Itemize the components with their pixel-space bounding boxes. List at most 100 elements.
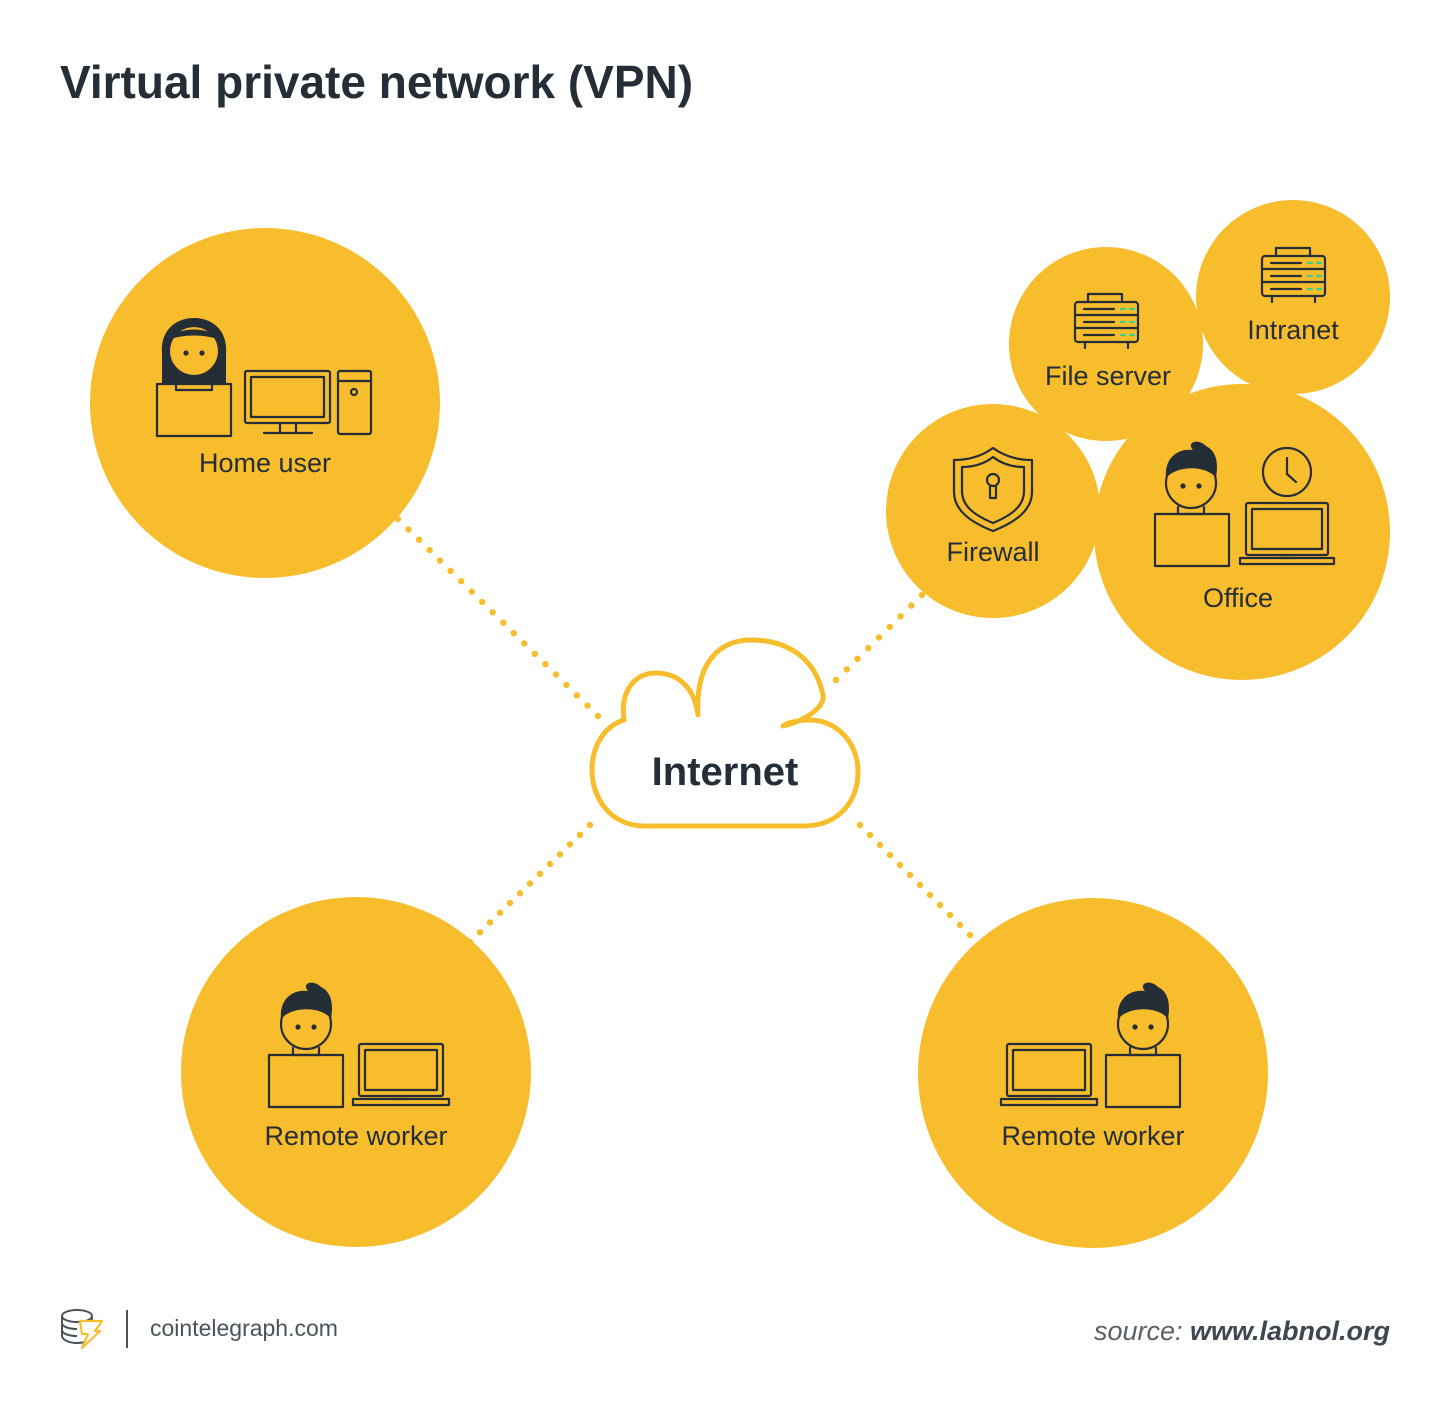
home-user-label: Home user (199, 448, 331, 478)
connector-dot (526, 880, 534, 887)
connector-dot (832, 676, 840, 684)
connector-dot (854, 655, 861, 662)
connector-dot (426, 546, 433, 554)
node-intranet: Intranet (1196, 200, 1390, 394)
connector-dot (876, 841, 884, 849)
connector-dot (447, 567, 454, 574)
connector-dot (576, 831, 584, 838)
node-remote-worker-right: Remote worker (918, 898, 1268, 1248)
node-firewall: Firewall (886, 404, 1100, 618)
source-prefix: source: (1094, 1316, 1183, 1346)
remote-worker-left-person-icon (267, 982, 345, 1109)
connector-dot (918, 591, 926, 599)
home-user-circle (90, 228, 440, 578)
remote-worker-right-circle (918, 898, 1268, 1248)
cointelegraph-logo-icon (61, 1309, 104, 1350)
connector-dot (546, 860, 554, 868)
connector-firewall (832, 591, 926, 684)
connector-dot (865, 644, 872, 652)
connector-dot (856, 821, 864, 829)
connector-dot (866, 831, 874, 839)
connector-dot (556, 851, 564, 858)
file-server-icon (1073, 292, 1140, 350)
node-internet: Internet (589, 637, 861, 829)
desktop-monitor-icon (243, 369, 332, 435)
cloud-icon (589, 637, 861, 829)
connector-dot (886, 623, 893, 631)
connector-dot (908, 602, 915, 609)
connector-dot (531, 650, 538, 657)
connector-dot (405, 526, 412, 533)
connector-dot (897, 613, 904, 620)
remote-worker-right-label: Remote worker (1001, 1121, 1184, 1151)
connector-dot (573, 692, 581, 699)
connector-dot (594, 712, 602, 720)
connectors (394, 515, 984, 949)
connector-dot (516, 890, 524, 897)
connector-dot (896, 861, 904, 869)
connector-dot (906, 871, 914, 879)
connector-dot (510, 629, 517, 637)
node-file-server: File server (1009, 247, 1203, 441)
connector-dot (566, 841, 574, 848)
office-circle (1094, 384, 1390, 680)
connector-dot (843, 666, 850, 673)
connector-dot (586, 821, 594, 829)
source-url: www.labnol.org (1190, 1316, 1391, 1346)
connector-dot (500, 619, 507, 626)
node-office: Office (1094, 384, 1390, 680)
connector-dot (916, 881, 924, 889)
footer-brand: cointelegraph.com (150, 1315, 338, 1341)
intranet-server-icon (1260, 246, 1327, 304)
connector-dot (506, 899, 514, 907)
file-server-circle (1009, 247, 1203, 441)
connector-dot (496, 909, 504, 916)
remote-worker-right-person-icon (1104, 982, 1182, 1109)
office-label: Office (1203, 583, 1273, 613)
connector-dot (584, 702, 591, 709)
connector-dot (476, 929, 484, 936)
connector-dot (886, 851, 894, 859)
shield-lock-icon (952, 446, 1034, 533)
connector-dot (542, 661, 549, 668)
connector-dot (552, 671, 560, 678)
node-home-user: Home user (90, 228, 440, 578)
connector-dot (946, 911, 954, 919)
connector-dot (436, 557, 444, 564)
remote-worker-left-circle (181, 897, 531, 1247)
connector-dot (458, 578, 465, 585)
footer: cointelegraph.com source: www.labnol.org (61, 1309, 1391, 1350)
remote-worker-right-laptop-icon (999, 1042, 1099, 1107)
remote-worker-left-label: Remote worker (264, 1121, 447, 1151)
connector-remote-worker-right (856, 821, 984, 949)
connector-dot (486, 919, 494, 926)
footer-divider (126, 1310, 128, 1348)
home-user-person-icon (155, 318, 233, 438)
remote-worker-left-laptop-icon (351, 1042, 451, 1107)
cloud-label: Internet (652, 750, 799, 794)
file-server-label: File server (1045, 361, 1171, 391)
connector-dot (536, 870, 544, 877)
clock-icon (1261, 446, 1313, 498)
page-title: Virtual private network (VPN) (60, 56, 693, 108)
connector-home-user (394, 515, 602, 720)
connector-dot (479, 598, 486, 606)
connector-dot (966, 931, 974, 939)
footer-source: source: www.labnol.org (1094, 1316, 1391, 1346)
office-laptop-icon (1238, 501, 1336, 566)
connector-dot (489, 609, 496, 616)
connector-dot (415, 536, 423, 543)
office-person-icon (1153, 441, 1231, 568)
intranet-label: Intranet (1247, 315, 1339, 345)
connector-dot (936, 901, 944, 909)
node-remote-worker-left: Remote worker (181, 897, 531, 1247)
connector-remote-worker-left (466, 821, 594, 946)
connector-dot (956, 921, 964, 929)
connector-dot (521, 640, 528, 647)
firewall-label: Firewall (946, 537, 1039, 567)
connector-dot (926, 891, 934, 899)
firewall-circle (886, 404, 1100, 618)
connector-dot (468, 588, 475, 595)
connector-dot (563, 681, 570, 689)
